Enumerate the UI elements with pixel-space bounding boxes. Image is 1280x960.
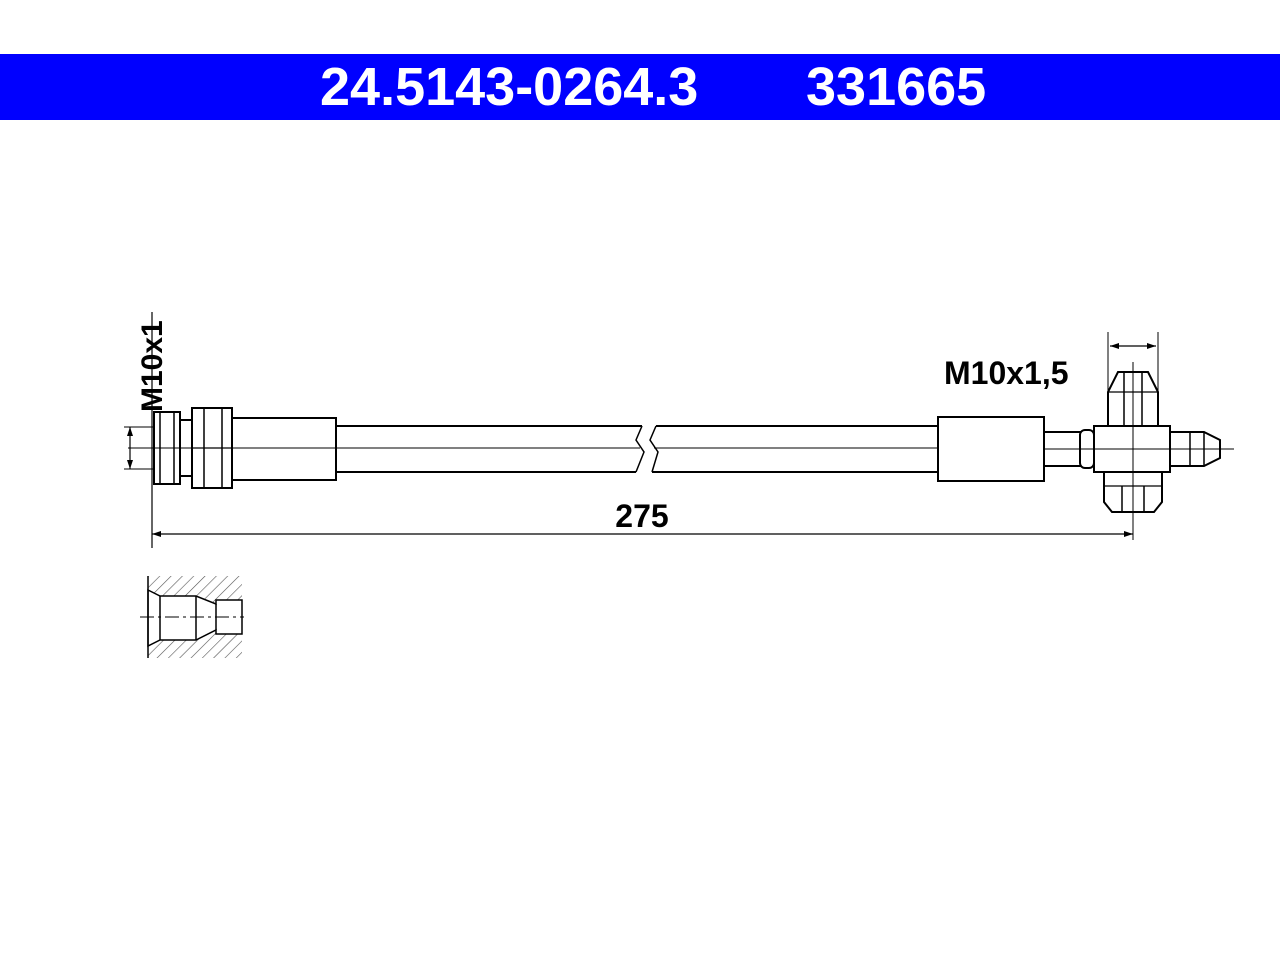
length-label: 275 xyxy=(615,498,668,534)
left-thread-label: M10x1 xyxy=(136,320,169,412)
hose xyxy=(336,425,938,473)
section-detail xyxy=(140,576,244,658)
reference-number: 331665 xyxy=(806,57,987,117)
left-crimp-sleeve xyxy=(231,417,337,481)
left-fitting xyxy=(124,312,337,548)
hose-break-right xyxy=(649,425,659,473)
right-fitting xyxy=(937,332,1234,540)
title-bar: 24.5143-0264.3 331665 xyxy=(0,54,1280,120)
hose-break-left xyxy=(635,425,645,473)
right-thread-label: M10x1,5 xyxy=(944,355,1069,391)
part-number: 24.5143-0264.3 xyxy=(320,57,699,117)
right-crimp-sleeve xyxy=(937,416,1045,482)
